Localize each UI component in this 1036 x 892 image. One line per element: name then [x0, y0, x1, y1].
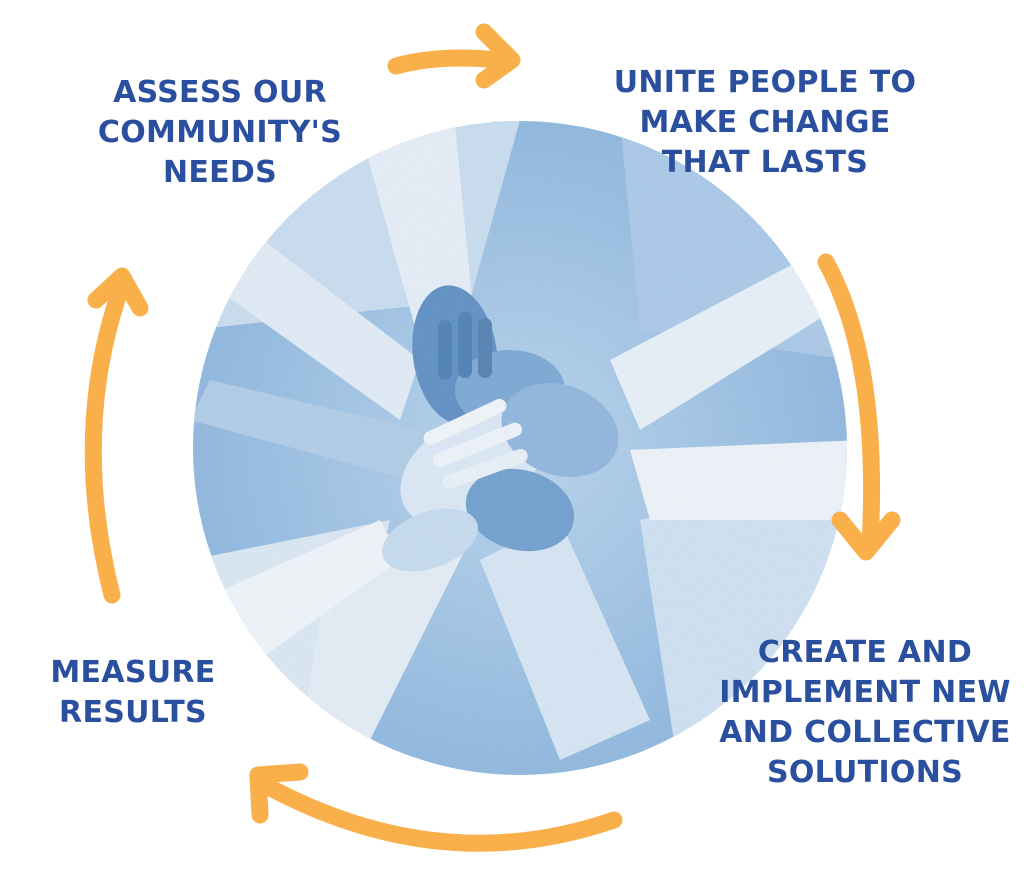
step-create-line: IMPLEMENT NEW [719, 675, 1011, 710]
arrow-create-to-measure [249, 763, 623, 852]
step-assess-line: ASSESS OUR [113, 75, 327, 110]
step-assess-line: COMMUNITY'S [97, 115, 343, 150]
arrow-measure-to-assess [84, 267, 149, 604]
step-unite-line: MAKE CHANGE [639, 105, 891, 140]
step-unite-line: UNITE PEOPLE TO [613, 65, 917, 100]
step-create-label: CREATE AND IMPLEMENT NEW AND COLLECTIVE … [700, 633, 1030, 793]
step-unite-label: UNITE PEOPLE TO MAKE CHANGE THAT LASTS [600, 63, 930, 183]
step-assess-label: ASSESS OUR COMMUNITY'S NEEDS [70, 73, 370, 193]
arrow-assess-to-unite [387, 23, 521, 89]
step-create-line: SOLUTIONS [766, 755, 964, 790]
arrow-unite-to-create [817, 253, 901, 561]
step-create-line: CREATE AND [757, 635, 973, 670]
step-assess-line: NEEDS [162, 155, 278, 190]
step-measure-line: RESULTS [59, 695, 207, 730]
step-create-line: AND COLLECTIVE [719, 715, 1011, 750]
stacked-hands-photo [193, 121, 847, 775]
step-measure-label: MEASURE RESULTS [18, 653, 248, 733]
step-unite-line: THAT LASTS [661, 145, 869, 180]
step-measure-line: MEASURE [50, 655, 216, 690]
